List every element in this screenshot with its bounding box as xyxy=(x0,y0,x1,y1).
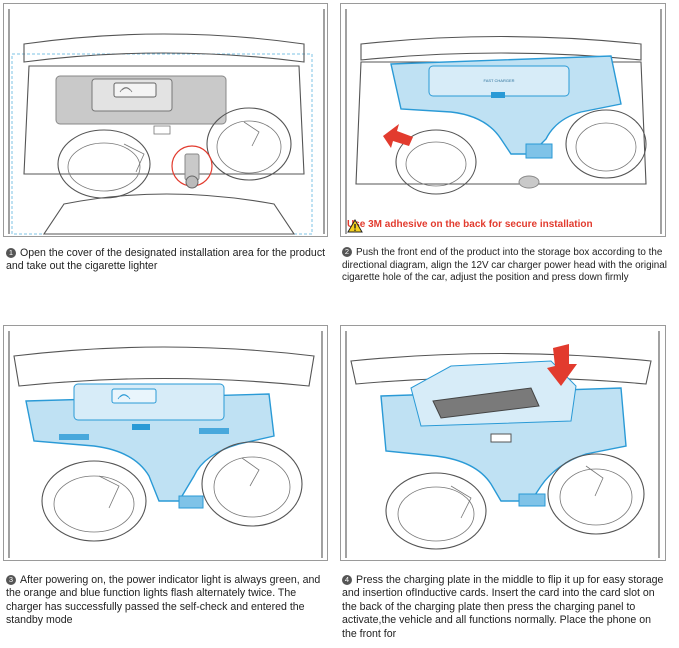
step-2-text: Push the front end of the product into t… xyxy=(342,247,667,284)
push-arrow-icon xyxy=(383,124,413,148)
device-label: FAST CHARGER xyxy=(483,78,514,83)
step-1-illustration xyxy=(3,3,328,237)
step-number-4: 4 xyxy=(342,575,352,585)
warning-text: Use 3M adhesive on the back for secure i… xyxy=(347,219,593,230)
step-1-text: Open the cover of the designated install… xyxy=(6,247,326,273)
step-number-2: 2 xyxy=(342,247,352,257)
step-4-text: Press the charging plate in the middle t… xyxy=(342,574,664,640)
warning-banner: Use 3M adhesive on the back for secure i… xyxy=(347,219,593,233)
step-4-illustration xyxy=(340,325,666,561)
step-number-1: 1 xyxy=(6,248,16,258)
step-3-text: After powering on, the power indicator l… xyxy=(6,574,321,627)
step-2-illustration: FAST CHARGER Use 3M adhesive on the back… xyxy=(340,3,666,237)
press-arrow-icon xyxy=(547,344,577,386)
step-number-3: 3 xyxy=(6,575,16,585)
step-3-illustration xyxy=(3,325,328,561)
warning-triangle-icon xyxy=(347,219,363,233)
